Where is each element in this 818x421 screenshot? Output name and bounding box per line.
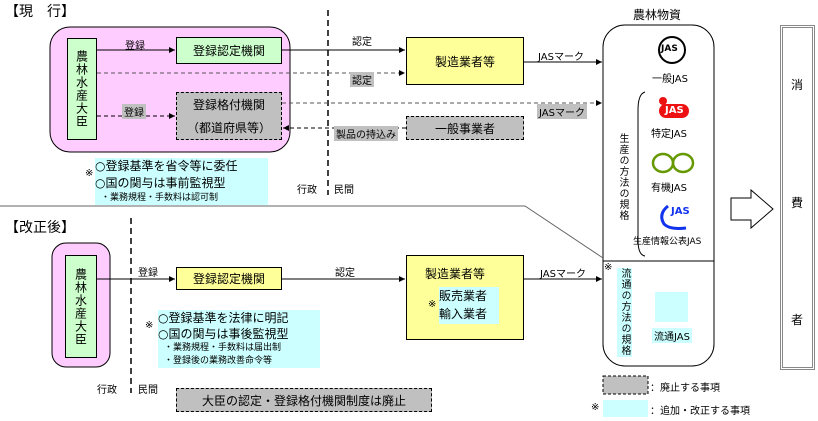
- note-line: ○登録基準を省令等に委任: [95, 159, 238, 173]
- legend-abolished-label: ：廃止する事項: [650, 383, 720, 394]
- products-title: 農林物資: [633, 8, 682, 22]
- consumer-char: 消: [791, 78, 804, 92]
- certify-label: 認定: [352, 37, 372, 48]
- general-business-box: 一般事業者: [406, 116, 524, 140]
- specific-jas-label: 特定JAS: [651, 129, 687, 140]
- private-label: 民間: [334, 185, 354, 196]
- jas-general-logo-icon: [658, 36, 686, 64]
- bring-products-label: 製品の持込み: [334, 126, 398, 141]
- manufacturer-box: 製造業者等: [406, 37, 524, 85]
- jas-info-logo-icon: [660, 204, 687, 230]
- registered-grading-body: 登録格付機関 （都道府県等）: [176, 92, 282, 140]
- revised-notes: ○登録基準を法律に明記 ○国の関与は事後監視型 ・業務規程・手数料は届出制 ・登…: [158, 310, 320, 368]
- certify-label: 認定: [350, 72, 374, 87]
- grading-body-sub: （都道府県等）: [186, 121, 271, 135]
- organic-jas-label: 有機JAS: [651, 183, 687, 194]
- register-label: 登録: [125, 41, 145, 52]
- sub-mark: ※: [428, 299, 437, 310]
- note-line: ・業務規程・手数料は認可制: [101, 193, 219, 203]
- abolished-notice: 大臣の認定・登録格付機関制度は廃止: [176, 388, 432, 412]
- legend-added-label: ：追加・改正する事項: [650, 406, 750, 417]
- register-label: 登録: [122, 104, 146, 119]
- flow-arrow-icon: [730, 188, 774, 230]
- jas-specific-logo-icon: [659, 104, 689, 118]
- production-standards-label: 生産の方法の規格: [617, 133, 628, 221]
- note-mark: ※: [85, 168, 94, 179]
- legend-abolished-swatch: [602, 375, 649, 395]
- admin-label: 行政: [297, 185, 317, 196]
- manufacturer-box: 製造業者等 ※ 販売業者 輸入業者: [406, 255, 524, 340]
- distribution-jas-label: 流通JAS: [652, 328, 692, 343]
- note-line: ○国の関与は事後監視型: [158, 327, 289, 341]
- jas-logo-text: JAS: [671, 206, 690, 217]
- jas-mark-label: JASマーク: [538, 52, 584, 63]
- admin-label: 行政: [97, 385, 117, 396]
- registered-cert-body: 登録認定機関: [176, 37, 282, 64]
- legend-added-swatch: [603, 400, 648, 417]
- legend-added-mark: ※: [591, 402, 600, 413]
- certify-label: 認定: [335, 268, 355, 279]
- revised-section-title: 【改正後】: [5, 220, 75, 236]
- section-divider: [0, 205, 604, 259]
- sub-actors: 販売業者 輸入業者: [439, 287, 499, 324]
- consumer-char: 費: [791, 196, 804, 210]
- consumer-char: 者: [791, 313, 804, 327]
- minister-box: 農林水産大臣: [67, 38, 97, 140]
- note-line: ○登録基準を法律に明記: [158, 311, 289, 325]
- distribution-mark: ※: [604, 262, 613, 273]
- jas-logo-text: JAS: [661, 44, 678, 54]
- jas-mark-label: JASマーク: [540, 269, 586, 280]
- jas-logo-text: JAS: [665, 105, 684, 116]
- private-label: 民間: [138, 385, 158, 396]
- grading-body-name: 登録格付機関: [192, 98, 265, 112]
- distribution-standards-label: 流通の方法の規格: [617, 268, 632, 357]
- current-notes: ○登録基準を省令等に委任 ○国の関与は事前監視型 ・業務規程・手数料は認可制: [95, 158, 268, 205]
- importer-label: 輸入業者: [439, 307, 488, 321]
- consumer-box: 消 費 者: [780, 25, 815, 370]
- note-line: ・登録後の業務改善命令等: [164, 356, 273, 366]
- registered-cert-body: 登録認定機関: [176, 267, 282, 290]
- note-line: ○国の関与は事前監視型: [95, 176, 226, 190]
- jas-mark-label: JASマーク: [537, 104, 587, 119]
- note-line: ・業務規程・手数料は届出制: [164, 343, 282, 353]
- note-mark: ※: [145, 320, 154, 331]
- seller-label: 販売業者: [439, 289, 488, 303]
- minister-box: 農林水産大臣: [65, 255, 97, 358]
- register-label: 登録: [138, 268, 158, 279]
- manufacturer-label: 製造業者等: [425, 267, 486, 281]
- current-section-title: 【現 行】: [5, 4, 75, 20]
- distribution-jas-logo-placeholder: [655, 292, 688, 322]
- production-info-jas-label: 生産情報公表JAS: [633, 237, 702, 247]
- general-jas-label: 一般JAS: [652, 74, 688, 85]
